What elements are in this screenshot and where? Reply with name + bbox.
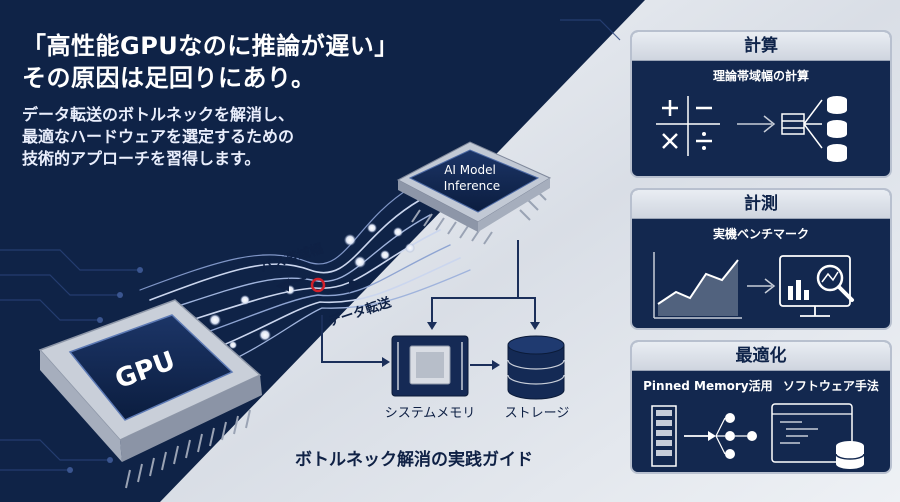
gpu-chip <box>38 299 262 489</box>
panel-measurement-subtitle: 実機ベンチマーク <box>712 227 809 241</box>
database-icon <box>835 441 865 469</box>
data-stream <box>139 187 471 376</box>
arrow-icon <box>747 278 776 294</box>
circuit-pattern <box>0 19 621 471</box>
benchmark-illustration <box>653 252 854 319</box>
arrow-icon <box>737 115 776 133</box>
pinned-memory-icon <box>651 405 677 467</box>
panel-measurement-title: 計測 <box>632 190 890 219</box>
panel-calculation: 計算 理論帯域幅の計算 <box>630 30 892 178</box>
code-window-icon <box>771 403 853 463</box>
subtext: データ転送のボトルネックを解消し、 最適なハードウェアを選定するための 技術的ア… <box>22 104 294 170</box>
flow-connectors <box>321 240 536 366</box>
subtext-line2: 最適なハードウェアを選定するための <box>22 127 295 146</box>
line-chart-icon <box>653 252 742 319</box>
storage-label: ストレージ <box>505 406 570 421</box>
table-network-icon <box>781 99 823 149</box>
subtext-line1: データ転送のボトルネックを解消し、 <box>22 105 295 124</box>
bottleneck-marker <box>310 277 326 293</box>
panel-optimization: 最適化 Pinned Memory活用 ソフトウェア手法 <box>630 340 892 474</box>
ai-chip-line1: AI Model <box>444 163 496 177</box>
ai-model-chip <box>396 141 552 245</box>
panel-measurement: 計測 実機ベンチマーク <box>630 188 892 330</box>
calculation-illustration <box>656 96 847 162</box>
database-icons <box>827 96 847 162</box>
headline-line2: その原因は足回りにあり。 <box>22 64 316 92</box>
arrow-icon <box>684 431 716 441</box>
software-method-label: ソフトウェア手法 <box>782 379 879 393</box>
storage-icon <box>507 335 565 400</box>
memory-label: システムメモリ <box>385 406 476 421</box>
panel-optimization-subtitles: Pinned Memory活用 ソフトウェア手法 <box>632 377 890 394</box>
ai-chip-line2: Inference <box>444 179 500 193</box>
panel-calculation-subtitle: 理論帯域幅の計算 <box>712 69 809 83</box>
bandwidth-arrows <box>275 277 363 293</box>
optimization-illustration <box>651 403 865 469</box>
subtext-line3: 技術的アプローチを習得します。 <box>22 149 261 168</box>
math-operators-icon <box>656 96 720 156</box>
node-network-icon <box>715 413 757 459</box>
headline-line1: 「高性能GPUなのに推論が遅い」 <box>22 32 399 60</box>
headline: 「高性能GPUなのに推論が遅い」 その原因は足回りにあり。 <box>22 30 399 94</box>
data-packets <box>209 223 415 349</box>
system-memory-icon <box>391 335 469 397</box>
bottom-caption: ボトルネック解消の実践ガイド <box>295 450 533 470</box>
panel-optimization-title: 最適化 <box>632 342 890 371</box>
monitor-magnifier-icon <box>779 255 854 317</box>
pinned-memory-label: Pinned Memory活用 <box>643 379 773 393</box>
panel-calculation-title: 計算 <box>632 32 890 61</box>
